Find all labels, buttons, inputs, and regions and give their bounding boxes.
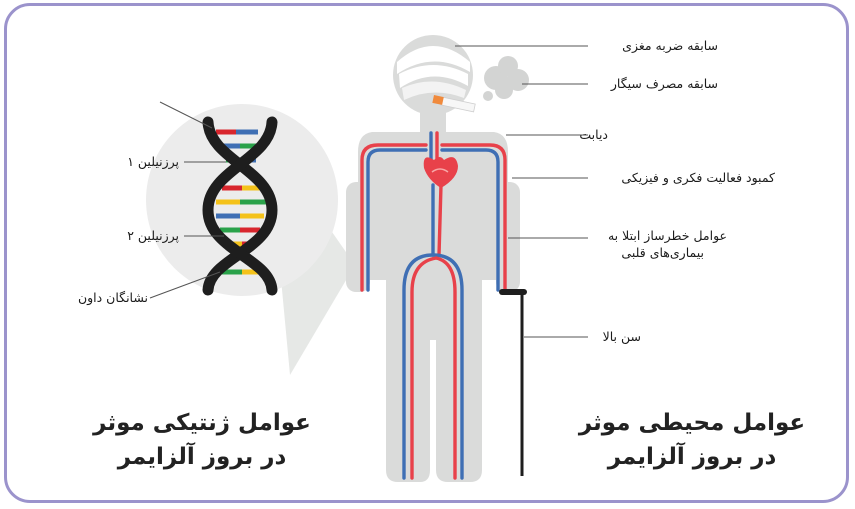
smoke-icon <box>483 56 529 101</box>
label-smoking: سابقه مصرف سیگار <box>611 76 718 91</box>
label-diabetes: دیابت <box>579 127 608 142</box>
cane-icon <box>502 292 524 476</box>
label-heart-risk-line2: بیماری‌های قلبی <box>621 245 704 260</box>
label-inactivity: کمبود فعالیت فکری و فیزیکی <box>621 170 775 185</box>
genetic-title-line1: عوامل ژنتیکی موثر <box>72 406 332 440</box>
head-bandage <box>397 46 470 100</box>
label-presenilin-1: پرزنیلین ۱ <box>127 154 179 169</box>
label-down-syndrome: نشانگان داون <box>78 290 148 305</box>
environmental-title-line1: عوامل محیطی موثر <box>562 406 822 440</box>
environmental-title-line2: در بروز آلزایمر <box>562 440 822 474</box>
label-presenilin-2: پرزنیلین ۲ <box>127 228 179 243</box>
label-old-age: سن بالا <box>603 329 641 344</box>
label-head-injury: سابقه ضربه مغزی <box>622 38 718 53</box>
label-heart-risk-line1: عوامل خطرساز ابتلا به <box>608 228 727 243</box>
genetic-title-line2: در بروز آلزایمر <box>72 440 332 474</box>
